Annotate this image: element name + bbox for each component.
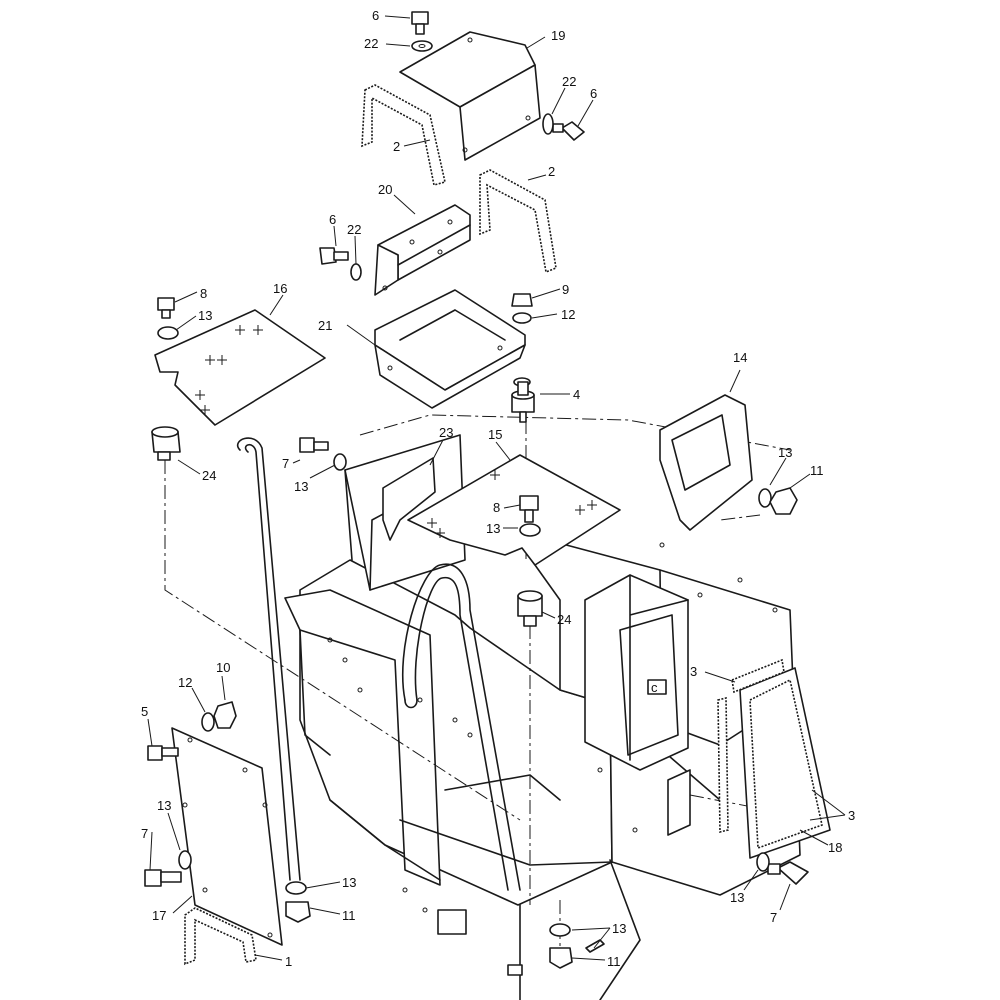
part-19-top-cover xyxy=(399,31,541,161)
leader-lines xyxy=(147,15,846,961)
floor-clip xyxy=(507,964,523,976)
callout-24: 24 xyxy=(557,612,571,627)
callout-7: 7 xyxy=(770,910,777,925)
main-frame: c xyxy=(284,434,801,1000)
callout-18: 18 xyxy=(828,840,842,855)
part-18-panel xyxy=(739,667,831,859)
part-2-gasket-left xyxy=(361,84,446,186)
callout-9: 9 xyxy=(562,282,569,297)
callout-7: 7 xyxy=(141,826,148,841)
callout-16: 16 xyxy=(273,281,287,296)
hardware-mounts xyxy=(151,377,543,627)
hardware-washers-nuts xyxy=(157,40,798,969)
callout-23: 23 xyxy=(439,425,453,440)
callout-5: 5 xyxy=(141,704,148,719)
part-17-panel xyxy=(171,727,283,946)
callout-22: 22 xyxy=(347,222,361,237)
callout-7: 7 xyxy=(282,456,289,471)
callout-6: 6 xyxy=(329,212,336,227)
callout-2: 2 xyxy=(393,139,400,154)
callout-15: 15 xyxy=(488,427,502,442)
callout-4: 4 xyxy=(573,387,580,402)
callout-12: 12 xyxy=(178,675,192,690)
callout-10: 10 xyxy=(216,660,230,675)
callout-1: 1 xyxy=(285,954,292,969)
callout-22: 22 xyxy=(562,74,576,89)
callout-13: 13 xyxy=(486,521,500,536)
callout-17: 17 xyxy=(152,908,166,923)
part-23-bracket xyxy=(382,457,436,541)
callout-13: 13 xyxy=(198,308,212,323)
callout-13: 13 xyxy=(157,798,171,813)
callout-13: 13 xyxy=(612,921,626,936)
handrail-center-tube xyxy=(401,563,521,891)
callout-11: 11 xyxy=(810,463,824,478)
block-badge xyxy=(647,679,667,695)
callout-20: 20 xyxy=(378,182,392,197)
part-20-bracket xyxy=(374,204,471,296)
floor-plate xyxy=(437,909,467,935)
callout-24: 24 xyxy=(202,468,216,483)
side-bracket xyxy=(667,769,691,836)
part-2-gasket-right xyxy=(479,169,557,274)
callout-19: 19 xyxy=(551,28,565,43)
hardware-bolts xyxy=(144,11,809,887)
part-3-gaskets xyxy=(717,658,785,834)
callout-21: 21 xyxy=(318,318,332,333)
callout-13: 13 xyxy=(342,875,356,890)
callout-2: 2 xyxy=(548,164,555,179)
part-14-frame xyxy=(659,394,753,531)
callout-8: 8 xyxy=(200,286,207,301)
frame-holes xyxy=(327,542,778,913)
callout-11: 11 xyxy=(342,908,356,923)
callout-12: 12 xyxy=(561,307,575,322)
callout-11: 11 xyxy=(607,954,621,969)
callout-13: 13 xyxy=(730,890,744,905)
part-1-gasket xyxy=(184,907,257,966)
callout-6: 6 xyxy=(372,8,379,23)
callout-13: 13 xyxy=(294,479,308,494)
part-21-tray xyxy=(374,289,526,409)
handrail-left-tube xyxy=(236,437,301,881)
part-15-plate xyxy=(407,454,621,566)
callout-3: 3 xyxy=(690,664,697,679)
callout-labels: 6 22 19 22 6 2 2 20 6 22 8 16 13 21 9 12… xyxy=(141,8,855,969)
callout-13: 13 xyxy=(778,445,792,460)
callout-8: 8 xyxy=(493,500,500,515)
part-16-plate xyxy=(154,309,326,426)
callout-6: 6 xyxy=(590,86,597,101)
frame-badge-text: c xyxy=(651,680,658,695)
callout-3: 3 xyxy=(848,808,855,823)
callout-14: 14 xyxy=(733,350,747,365)
callout-22: 22 xyxy=(364,36,378,51)
